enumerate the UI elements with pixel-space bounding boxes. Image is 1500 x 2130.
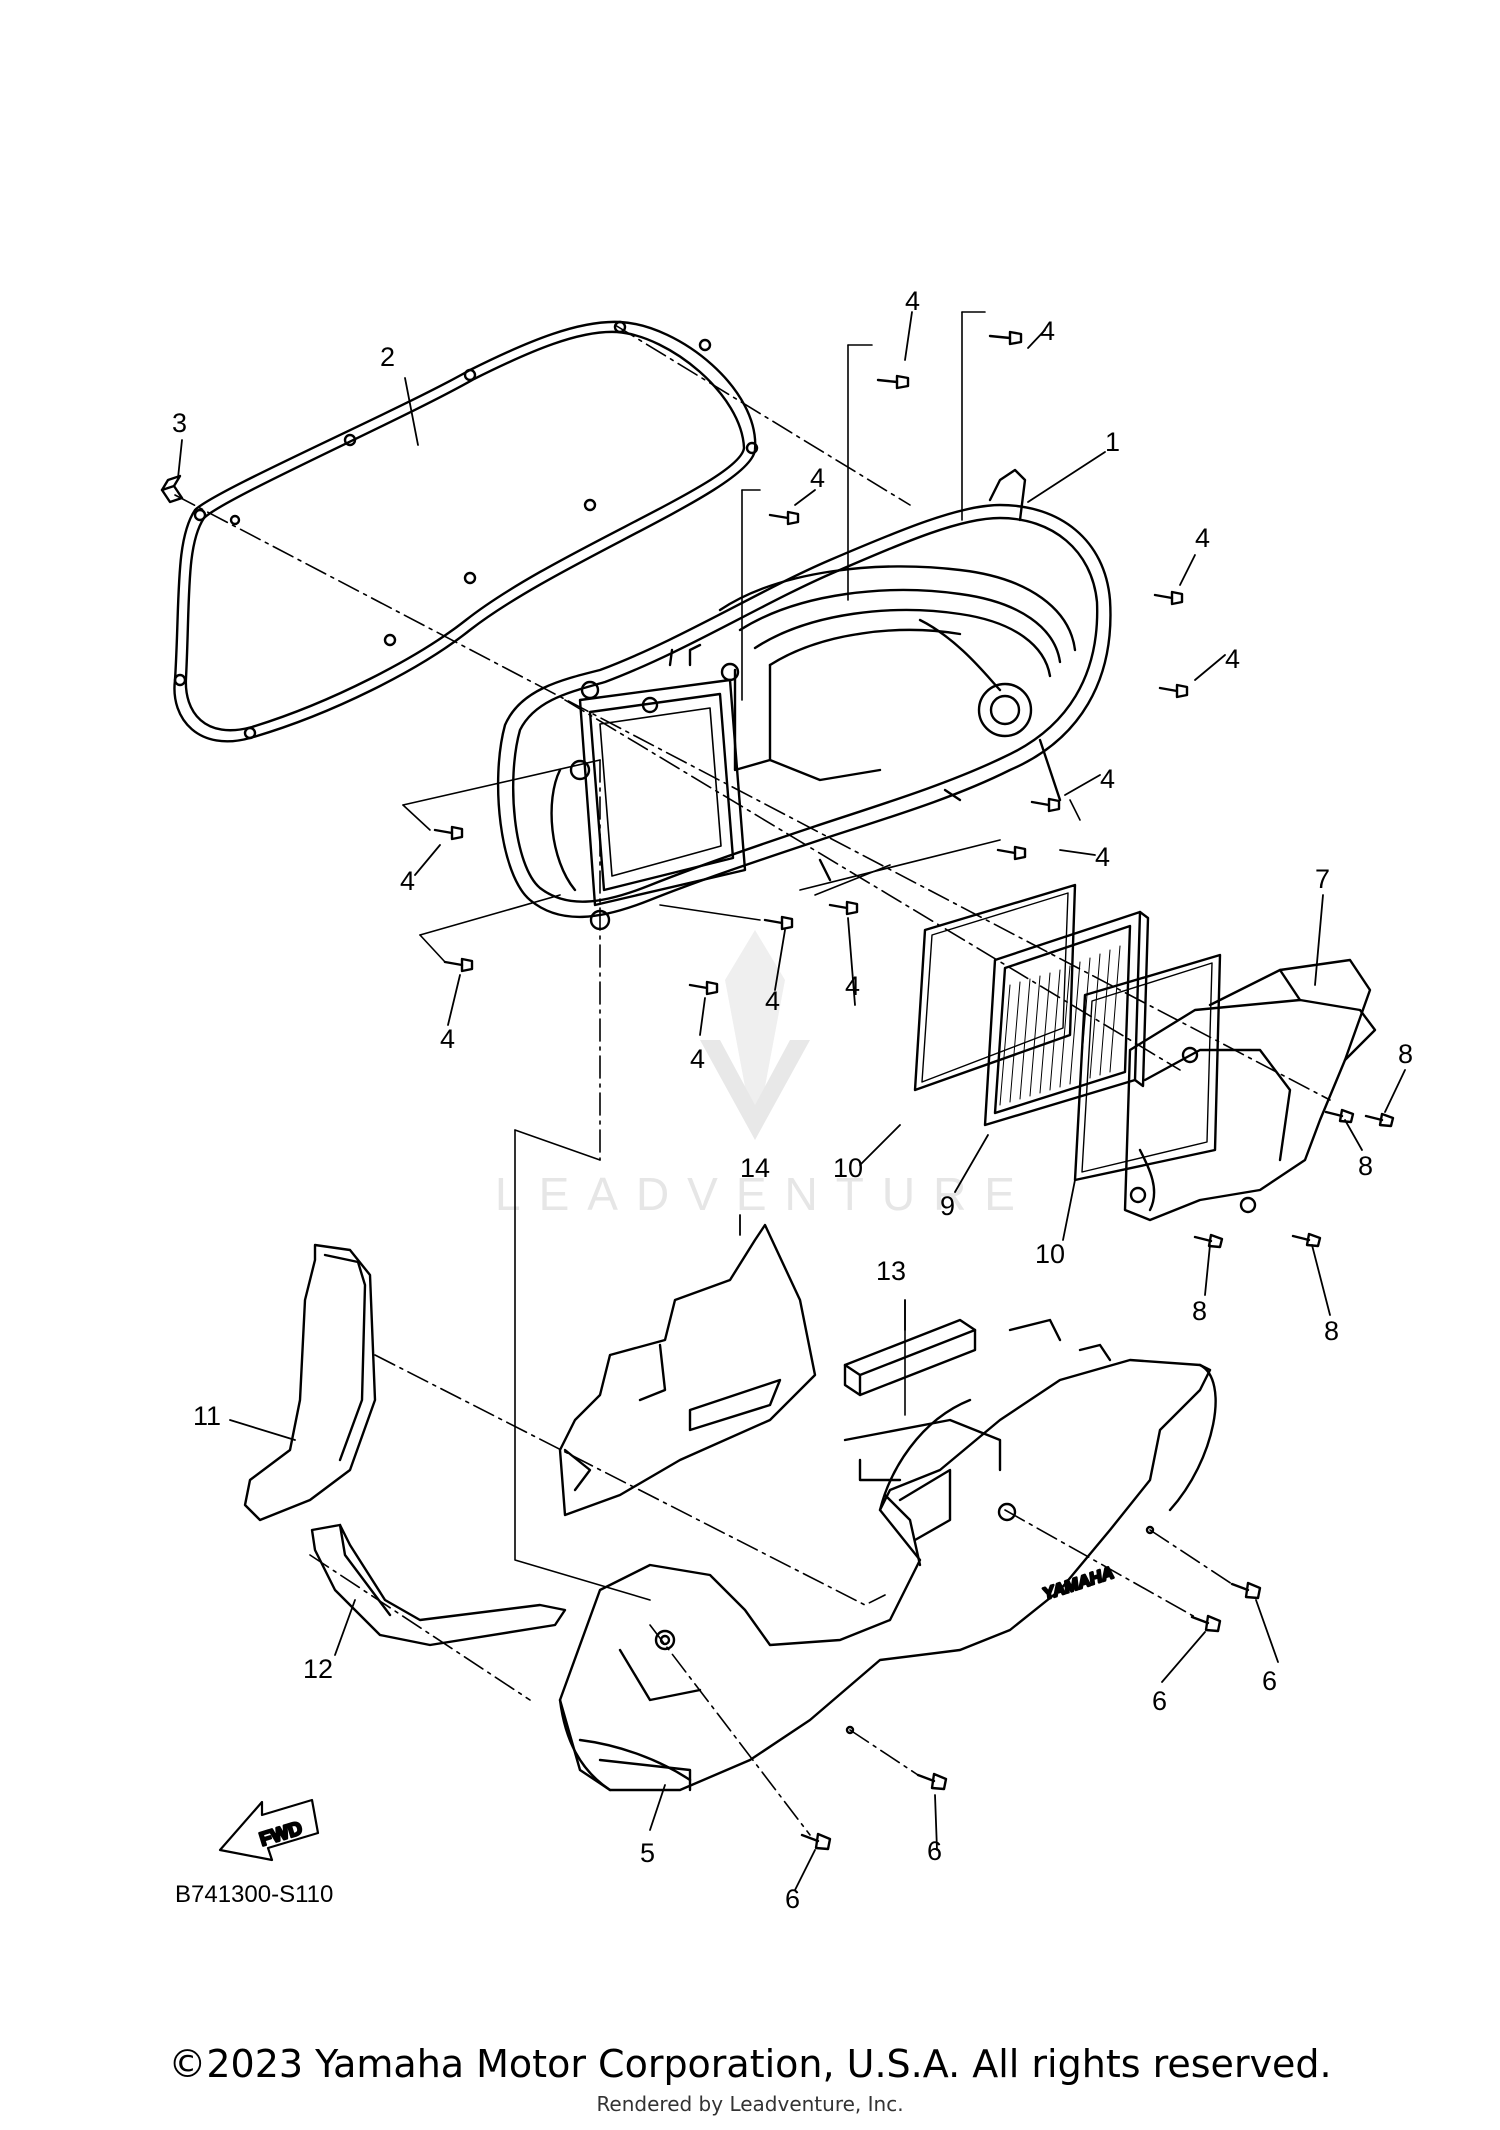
callout-8a: 8 [1398, 1039, 1413, 1069]
callout-4a: 4 [905, 286, 920, 316]
air-filter-part-9 [983, 910, 1150, 1127]
side-cover-part-5: YAMAHA [558, 1318, 1217, 1792]
filter-case-part-7 [1123, 958, 1377, 1222]
callout-leaders [177, 311, 1406, 1891]
crankcase-cover-part-1 [496, 468, 1112, 931]
callout-11: 11 [193, 1401, 221, 1431]
bolts-part-4 [433, 330, 1189, 996]
callout-labels: 1 2 3 4 4 4 4 4 4 4 4 4 4 4 4 4 5 6 6 6 … [172, 286, 1413, 1914]
callout-4c: 4 [810, 463, 825, 493]
bolt-4i [763, 915, 794, 931]
side-piece-part-11 [243, 1243, 377, 1522]
callout-4-extra: 4 [405, 872, 420, 902]
bolt-4g [996, 845, 1027, 861]
reference-lines [402, 311, 1081, 1601]
copyright-notice: ©2023 Yamaha Motor Corporation, U.S.A. A… [168, 2042, 1332, 2086]
screw-8c [1193, 1233, 1224, 1249]
dowel-pin-part-3 [160, 474, 184, 504]
watermark-text: LEADVENTURE [495, 1168, 1033, 1220]
bolt-4b [988, 330, 1023, 346]
callout-8c: 8 [1192, 1296, 1207, 1326]
callout-4e: 4 [1225, 644, 1240, 674]
callout-4g: 4 [1095, 842, 1110, 872]
bolt-4l [688, 980, 719, 996]
fwd-arrow-icon: FWD [218, 1798, 320, 1862]
bolt-4d [1153, 590, 1184, 606]
callout-6d: 6 [785, 1884, 800, 1914]
callout-14: 14 [740, 1153, 770, 1183]
callout-4j: 4 [765, 986, 780, 1016]
diagram-code: B741300-S110 [175, 1881, 333, 1908]
bolt-4a [876, 374, 910, 390]
screw-6a [1230, 1581, 1262, 1600]
gasket-part-2 [173, 320, 759, 743]
callout-1: 1 [1105, 427, 1120, 457]
callout-3: 3 [172, 408, 187, 438]
callout-8b: 8 [1358, 1151, 1373, 1181]
callout-10b: 10 [1035, 1239, 1065, 1269]
screw-6d [800, 1832, 832, 1851]
bolt-4e [1158, 683, 1189, 699]
bolt-4c [768, 510, 800, 526]
lower-strip-part-12 [310, 1523, 567, 1647]
sponge-part-13 [843, 1318, 977, 1397]
callout-4d: 4 [1195, 523, 1210, 553]
inner-panel-part-14 [558, 1223, 817, 1517]
screws-part-6 [800, 1581, 1262, 1851]
callout-13: 13 [876, 1256, 906, 1286]
fwd-label: FWD [257, 1818, 305, 1851]
callout-9: 9 [940, 1191, 955, 1221]
seal-part-10-right [1073, 953, 1222, 1182]
callout-4i: 4 [440, 1024, 455, 1054]
callout-8d: 8 [1324, 1316, 1339, 1346]
callout-10a: 10 [833, 1153, 863, 1183]
callout-6a: 6 [1262, 1666, 1277, 1696]
bolt-4f [1030, 797, 1061, 813]
rendered-by-credit: Rendered by Leadventure, Inc. [596, 2092, 904, 2116]
screw-8a [1364, 1112, 1395, 1128]
bolt-4h [433, 825, 464, 841]
screws-part-8 [1193, 1108, 1395, 1249]
callout-4f: 4 [1100, 764, 1115, 794]
callout-6b: 6 [1152, 1686, 1167, 1716]
callout-4h: 4 [400, 866, 415, 896]
screw-8d [1291, 1232, 1322, 1248]
callout-5: 5 [640, 1838, 655, 1868]
callout-4k: 4 [845, 971, 860, 1001]
callout-12: 12 [303, 1654, 333, 1684]
callout-2: 2 [380, 342, 395, 372]
watermark-logo: LEADVENTURE [495, 930, 1033, 1220]
screw-6c [916, 1772, 948, 1791]
seal-part-10-left [913, 883, 1077, 1092]
bolt-4j [828, 900, 859, 916]
callout-7: 7 [1315, 864, 1330, 894]
assembly-lines [174, 324, 1331, 1836]
screw-6b [1190, 1614, 1222, 1633]
screw-8b [1324, 1108, 1355, 1124]
callout-4b: 4 [1040, 316, 1055, 346]
callout-4l: 4 [690, 1044, 705, 1074]
bolt-4k [443, 957, 474, 973]
callout-6c: 6 [927, 1836, 942, 1866]
